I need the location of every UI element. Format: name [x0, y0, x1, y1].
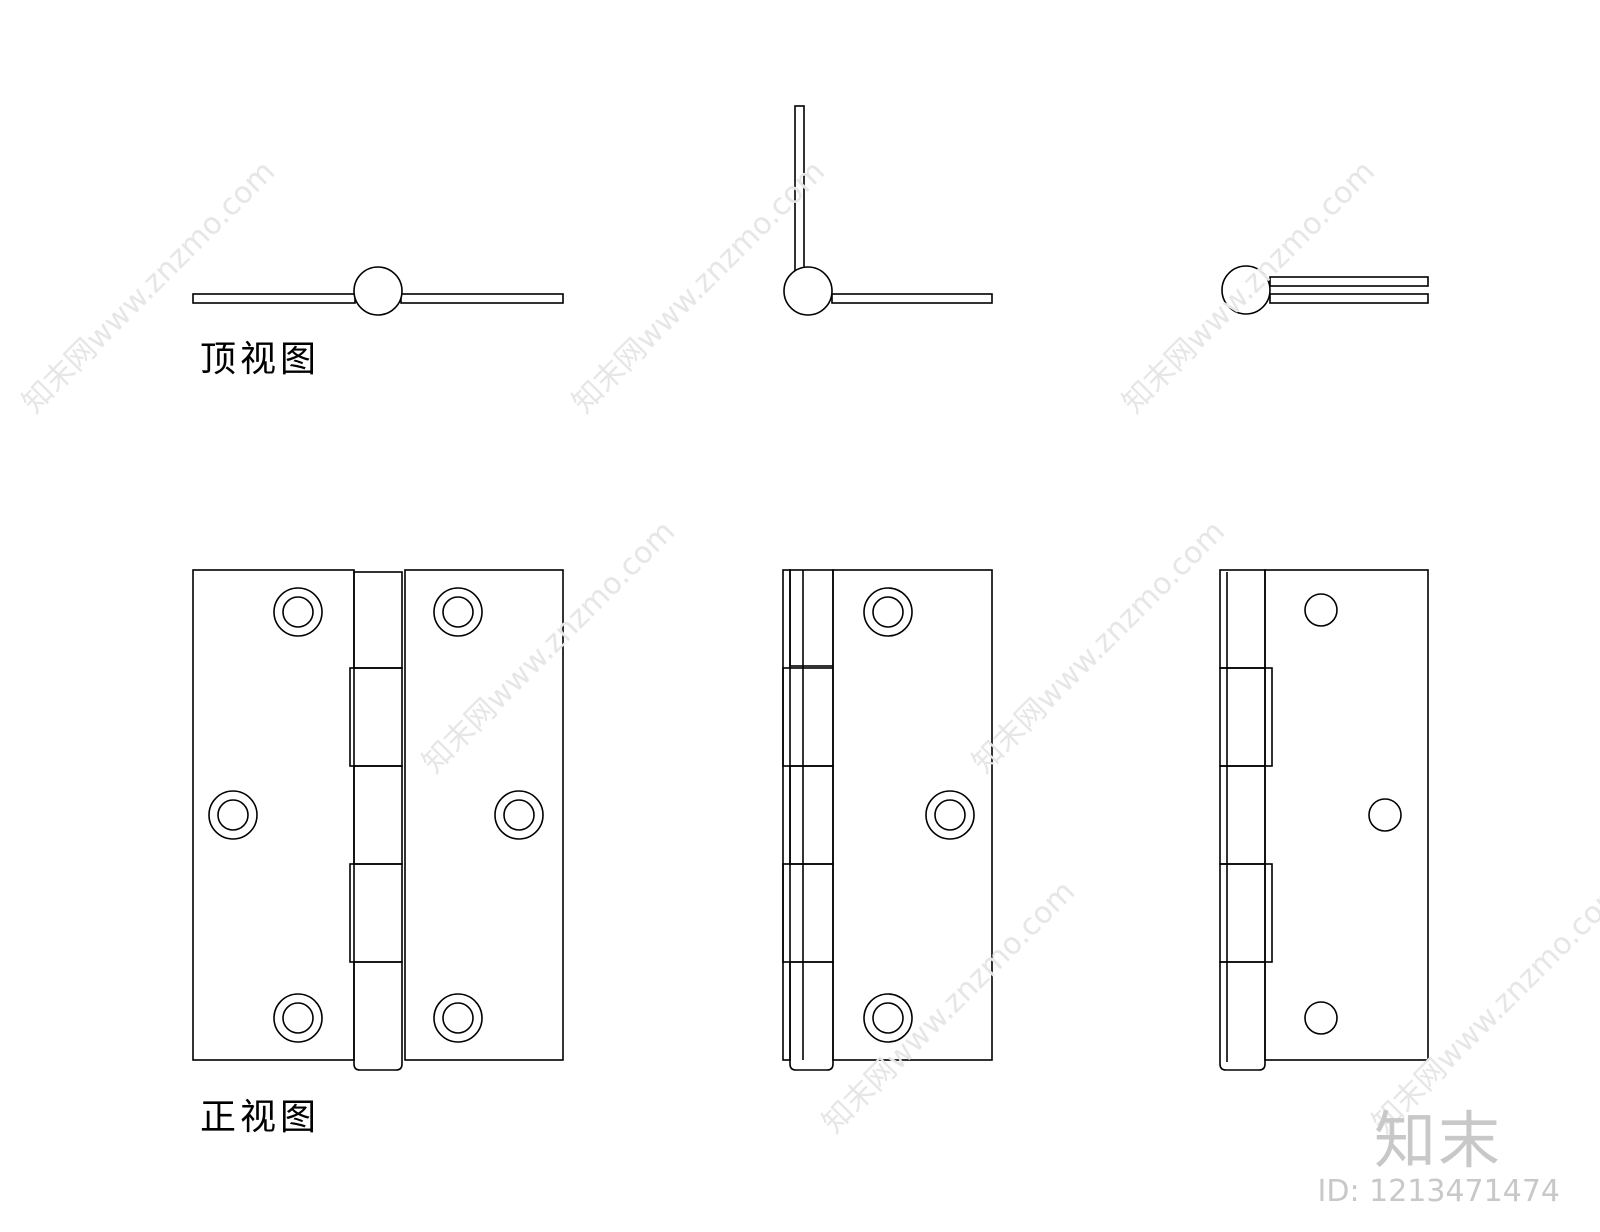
brand-logo: 知末: [1373, 1104, 1502, 1177]
asset-id: ID: 1213471474: [1317, 1174, 1560, 1209]
front-view-open: [192, 569, 564, 1071]
top-view-open-90: [783, 105, 993, 316]
top-view-closed: [1221, 265, 1429, 315]
front-view-closed: [1219, 569, 1429, 1071]
screw-holes: [208, 587, 544, 1043]
front-view-90: [782, 569, 993, 1071]
front-view-label: 正视图: [200, 1097, 321, 1138]
screw-holes: [863, 587, 975, 1043]
screw-holes: [1304, 593, 1402, 1035]
top-view-open-180: [192, 266, 564, 316]
top-view-label: 顶视图: [200, 339, 321, 380]
